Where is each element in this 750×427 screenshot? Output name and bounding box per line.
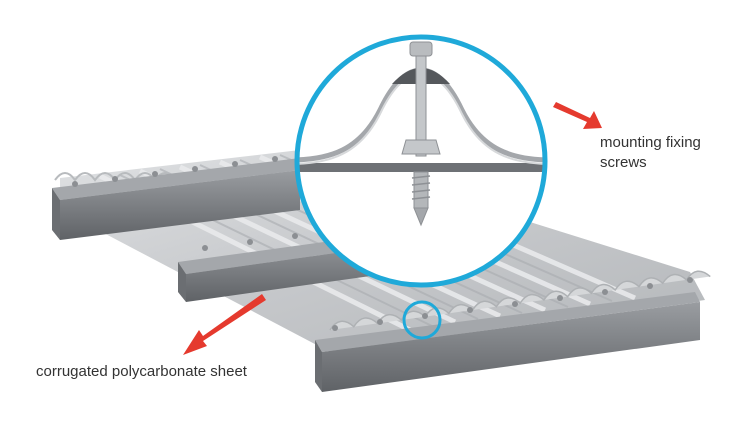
purlin-back (52, 158, 300, 240)
magnifier-callout (294, 34, 548, 288)
arrow-to-sheet-label (183, 294, 266, 355)
screw-row-front (332, 277, 693, 331)
screws-label-line2: screws (600, 154, 647, 171)
screw-row-back (72, 156, 278, 187)
arrow-to-screws-label (553, 102, 602, 129)
screws-label-line1: mounting fixing (600, 134, 701, 151)
detail-marker-circle (402, 300, 442, 340)
sheet-label: corrugated polycarbonate sheet (36, 363, 247, 380)
screws-label: mounting fixing screws (600, 133, 740, 173)
purlin-front (315, 292, 700, 392)
screw-row-middle (202, 233, 298, 251)
